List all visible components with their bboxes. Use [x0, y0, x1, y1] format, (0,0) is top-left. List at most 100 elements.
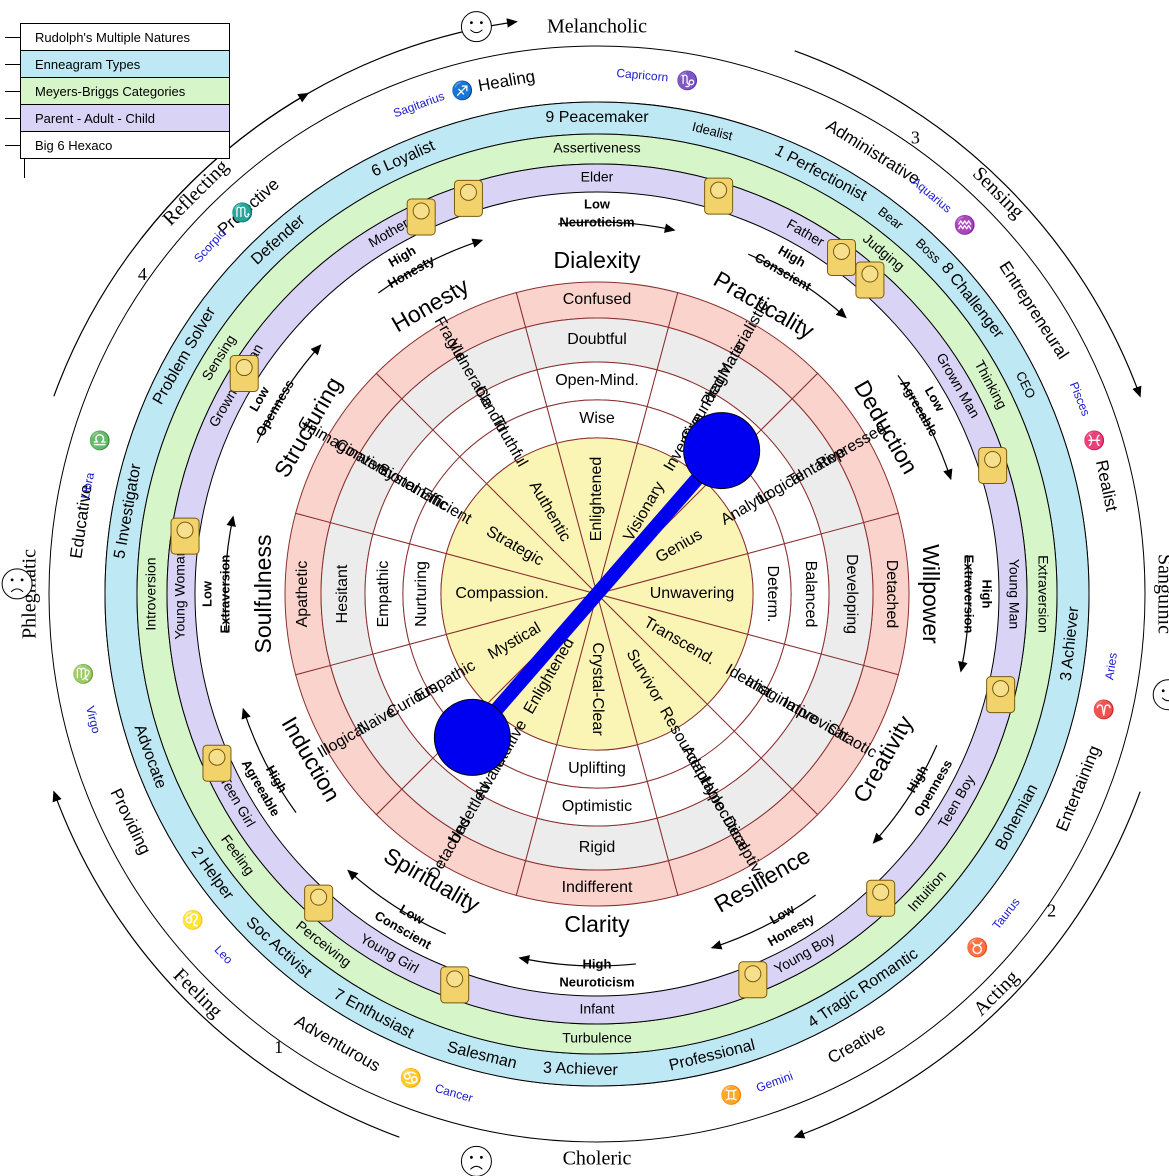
hexaco-arrow-10 [256, 344, 322, 443]
zodiac-taurus-icon: ♉ [966, 936, 988, 957]
face-eye-0-l [470, 21, 473, 25]
quadrant-number-4: 4 [138, 264, 147, 284]
hexaco-arrow-4 [872, 745, 938, 844]
character-face-0 [459, 183, 477, 201]
outer-arrow-3 [52, 790, 400, 1138]
enneagram-0: 9 Peacemaker [545, 109, 649, 126]
hexaco-label-3-line1: High [980, 580, 995, 609]
face-eye-1-l [1161, 689, 1165, 693]
dimension-soulfulness: Soulfulness [250, 535, 276, 654]
white1-label-9: Empathic [375, 561, 392, 628]
face-mouth-2 [470, 1165, 483, 1170]
white1-label-3: Balanced [802, 561, 819, 628]
pointer-bar [467, 446, 727, 742]
hexaco-label-0-line1: Low [584, 196, 611, 211]
enneagram-11: 3 Achiever [543, 1060, 619, 1080]
temperament-melancholic: Melancholic [547, 16, 647, 38]
hexaco-label-3-line2: Extraversion [962, 555, 977, 634]
legend: Rudolph's Multiple Natures Enneagram Typ… [5, 23, 230, 178]
hexaco-arrow-5 [710, 894, 817, 950]
dimension-willpower: Willpower [918, 544, 944, 644]
outer-arrow-4 [53, 92, 310, 397]
quadrant-number-2: 2 [1047, 900, 1056, 920]
legend-item-pac: Parent - Adult - Child [5, 104, 230, 132]
dimension-clarity: Clarity [564, 911, 630, 937]
white2-label-0: Wise [579, 410, 615, 427]
hexaco-arrow-2 [897, 374, 953, 481]
zodiac-sagitarius-icon: ♐ [451, 79, 473, 100]
sector-core-11 [485, 442, 598, 596]
character-face-3 [861, 265, 879, 283]
red-label-0: Confused [563, 291, 632, 308]
zodiac-leo-icon: ♌ [182, 909, 204, 930]
zodiac-libra-icon: ♎ [89, 430, 111, 451]
zodiac-aries-icon: ♈ [1092, 699, 1114, 720]
dimension-dialexity: Dialexity [554, 247, 641, 273]
zodiac-aquarius-icon: ♒ [953, 214, 975, 235]
white1-label-6: Optimistic [562, 798, 632, 815]
zodiac-aries: Aries [1102, 652, 1120, 681]
hexaco-label-9-line2: Extraversion [217, 555, 232, 634]
zodiac-gemini-icon: ♊ [720, 1084, 742, 1105]
face-smile-icon-1 [1152, 679, 1169, 711]
red-label-9: Apathetic [294, 561, 311, 628]
hexaco-label-6-line1: High [583, 956, 612, 971]
hexaco-arrow-1 [748, 253, 847, 319]
hexaco-label-9-line1: Low [199, 580, 214, 607]
core-label-9: Compassion. [455, 585, 548, 602]
character-face-6 [872, 883, 890, 901]
core-label-6: Crystal-Clear [589, 642, 606, 736]
mbti-8: Introversion [143, 557, 159, 630]
face-frown-icon-2 [460, 1145, 492, 1176]
hexaco-label-0-line2: Neuroticism [559, 214, 634, 229]
gray-label-3: Developing [843, 554, 860, 634]
legend-item-natures: Rudolph's Multiple Natures [5, 23, 230, 51]
core-label-0: Enlightened [588, 457, 605, 542]
face-mouth-1 [1161, 697, 1169, 702]
mbti-3: Extraversion [1035, 555, 1051, 633]
character-face-5 [992, 680, 1010, 698]
quadrant-number-3: 3 [911, 127, 920, 147]
hexaco-arrow-9 [224, 515, 236, 633]
legend-item-hexaco: Big 6 Hexaco [5, 131, 230, 159]
outer-arrow-1 [794, 50, 1142, 398]
white2-label-9: Nurturing [413, 561, 430, 627]
pac-6: Infant [579, 1001, 614, 1017]
white1-label-0: Open-Mind. [555, 372, 639, 389]
character-face-10 [208, 748, 226, 766]
gray-label-0: Doubtful [567, 331, 627, 348]
character-face-11 [176, 521, 194, 539]
face-smile-icon-0 [460, 11, 492, 43]
hexaco-arrow-6 [518, 955, 636, 967]
zodiac-pisces-icon: ♓ [1083, 430, 1105, 451]
core-label-3: Unwavering [650, 585, 734, 602]
character-face-7 [744, 965, 762, 983]
overlay-layer [1, 11, 1169, 1176]
character-face-8 [446, 970, 464, 988]
red-label-3: Detached [883, 560, 900, 629]
character-face-1 [710, 181, 728, 199]
face-eye-0-r [480, 21, 483, 25]
face-eye-3-r [20, 578, 24, 582]
pac-0: Elder [581, 169, 614, 185]
hexaco-arrow-7 [347, 869, 446, 935]
face-eye-2-l [470, 1155, 473, 1159]
pointer-handle-bottom [433, 698, 511, 776]
character-face-2 [833, 242, 851, 260]
face-frown-icon-3 [1, 568, 33, 600]
face-eye-3-l [10, 578, 14, 582]
zodiac-capricorn: Capricorn [616, 66, 669, 84]
character-face-9 [310, 888, 328, 906]
character-face-13 [412, 202, 430, 220]
legend-item-enneagram: Enneagram Types [5, 50, 230, 78]
hexaco-arrow-11 [377, 238, 484, 294]
hexaco-arrow-0 [558, 221, 676, 233]
character-face-4 [984, 450, 1002, 468]
temperament-sanguinic: Sanguinic [1153, 554, 1169, 634]
hexaco-arrow-3 [958, 555, 970, 673]
face-mouth-3 [10, 588, 24, 593]
